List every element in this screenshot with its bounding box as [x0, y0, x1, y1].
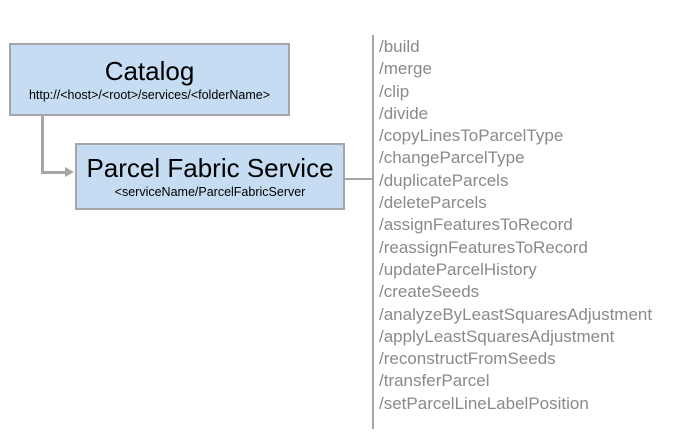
- catalog-box: Catalog http://<host>/<root>/services/<f…: [9, 43, 290, 116]
- endpoint-item: /build: [379, 37, 420, 56]
- endpoint-item: /reconstructFromSeeds: [379, 349, 556, 369]
- endpoint-item: /reassignFeaturesToRecord: [379, 237, 588, 257]
- connector-vertical-segment: [41, 116, 44, 174]
- endpoint-item: /applyLeastSquaresAdjustment: [379, 326, 615, 346]
- endpoint-item: /copyLinesToParcelType: [379, 126, 564, 146]
- service-title: Parcel Fabric Service: [86, 153, 334, 183]
- endpoint-list-divider: [372, 35, 374, 429]
- service-to-list-connector: [345, 178, 372, 180]
- endpoint-item: /transferParcel: [379, 371, 490, 391]
- endpoint-item: /analyzeByLeastSquaresAdjustment: [379, 304, 653, 324]
- endpoint-item: /merge: [379, 59, 432, 79]
- endpoint-item: /changeParcelType: [379, 148, 525, 168]
- endpoint-item: /clip: [379, 81, 410, 101]
- endpoint-item: /duplicateParcels: [379, 170, 509, 190]
- endpoint-item: /assignFeaturesToRecord: [379, 215, 573, 235]
- endpoint-item: /updateParcelHistory: [379, 259, 537, 279]
- endpoint-item: /setParcelLineLabelPosition: [379, 393, 589, 413]
- arrowhead-right-icon: [65, 167, 74, 177]
- connector-horizontal-segment: [41, 171, 67, 174]
- catalog-subtitle: http://<host>/<root>/services/<folderNam…: [28, 88, 271, 102]
- endpoint-list: /build/merge/clip/divide/copyLinesToParc…: [379, 36, 652, 415]
- endpoint-item: /divide: [379, 103, 429, 123]
- endpoint-item: /createSeeds: [379, 282, 480, 302]
- catalog-title: Catalog: [104, 56, 195, 86]
- parcel-fabric-service-box: Parcel Fabric Service <serviceName/Parce…: [75, 143, 345, 210]
- endpoint-item: /deleteParcels: [379, 193, 487, 213]
- service-subtitle: <serviceName/ParcelFabricServer: [114, 185, 306, 199]
